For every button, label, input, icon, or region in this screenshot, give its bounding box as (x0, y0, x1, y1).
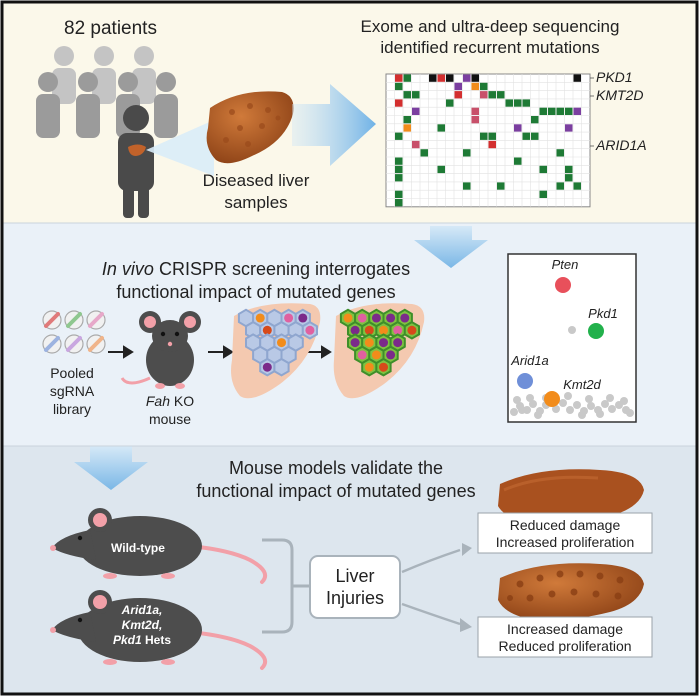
fah-ko-mouse-icon (120, 311, 201, 389)
outcome2-line2: Reduced proliferation (498, 638, 631, 654)
outcome2-line1: Increased damage (507, 621, 623, 637)
point-kmt2d (544, 391, 560, 407)
sequencing-title-line1: Exome and ultra-deep sequencing (361, 17, 620, 36)
mutation-matrix (385, 73, 594, 208)
mouse-label-line1: Fah KO (146, 393, 194, 409)
arrow-head-up (462, 543, 472, 556)
hets-label-line1: Arid1a, (121, 603, 163, 617)
hets-label-line2: Kmt2d, (122, 618, 163, 632)
bracket-connector (262, 538, 310, 634)
point-pkd1 (588, 323, 604, 339)
hets-label-line3: Pkd1 Hets (113, 633, 171, 647)
label-arid1a: Arid1a (510, 353, 549, 368)
sequencing-title-line2: identified recurrent mutations (380, 38, 599, 57)
gene-label-pkd1: PKD1 (596, 69, 633, 85)
injuries-line1: Liver (335, 566, 374, 586)
outcome-box-1 (477, 512, 653, 554)
outcome-arrows (401, 548, 461, 626)
crispr-title-line2: functional impact of mutated genes (116, 282, 395, 302)
liver-hex-after (333, 303, 425, 399)
sgrna-library-icon (42, 310, 106, 354)
increased-damage-liver-icon (498, 563, 644, 621)
patients-label: 82 patients (64, 18, 157, 39)
injuries-line2: Injuries (326, 588, 384, 608)
point-pten (555, 277, 571, 293)
label-kmt2d: Kmt2d (563, 377, 601, 392)
models-title-line1: Mouse models validate the (229, 458, 443, 478)
arrow-head-down (460, 618, 472, 632)
crispr-title-line1: In vivo CRISPR screening interrogates (102, 259, 410, 279)
samples-label-line2: samples (224, 193, 287, 212)
samples-label-line1: Diseased liver (203, 171, 310, 190)
wildtype-mouse-icon (50, 508, 267, 584)
label-pten: Pten (552, 257, 579, 272)
diseased-liver-icon (206, 91, 294, 164)
point-arid1a (517, 373, 533, 389)
outcome1-line2: Increased proliferation (496, 534, 635, 550)
gene-label-kmt2d: KMT2D (596, 87, 643, 103)
gene-label-arid1a: ARID1A (595, 137, 647, 153)
liver-injuries-box (309, 555, 401, 619)
label-pkd1: Pkd1 (588, 306, 618, 321)
outcome-box-2 (477, 616, 653, 658)
outcome1-line1: Reduced damage (510, 517, 621, 533)
mouse-label-line2: mouse (149, 411, 191, 427)
library-label-line1: Pooled (50, 365, 94, 381)
patients-crowd-icon (36, 46, 178, 218)
liver-hex-before (231, 303, 321, 399)
het-mouse-icon (50, 590, 267, 670)
wildtype-label: Wild-type (111, 541, 165, 555)
scatter-background-points (510, 326, 634, 419)
down-arrow-1 (414, 226, 488, 268)
right-arrow (292, 84, 376, 166)
library-label-line2: sgRNA (50, 383, 95, 399)
models-title-line2: functional impact of mutated genes (196, 481, 475, 501)
flow-arrows-crispr (108, 345, 332, 359)
light-beam (146, 120, 214, 176)
screen-scatter-plot (507, 253, 637, 423)
down-arrow-2 (74, 446, 148, 490)
library-label-line3: library (53, 401, 91, 417)
reduced-damage-liver-icon (498, 469, 644, 525)
